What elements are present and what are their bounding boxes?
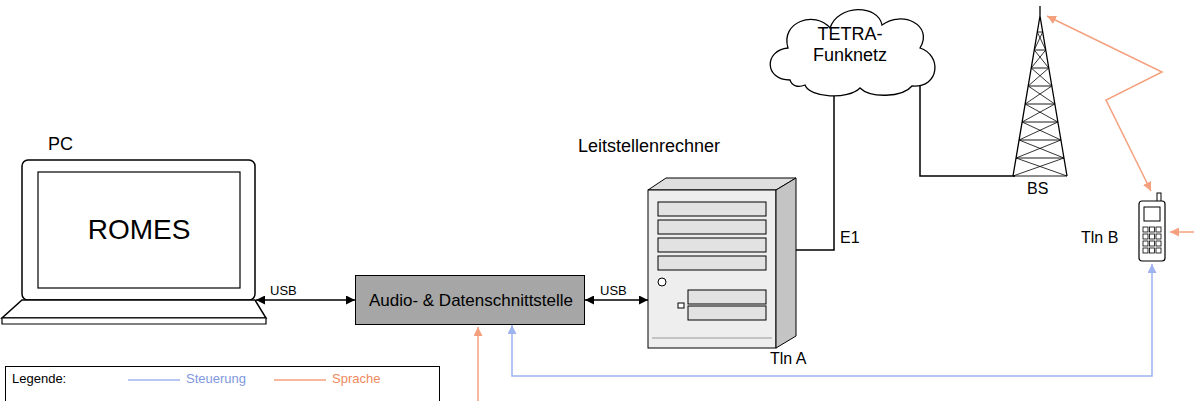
screen-text: ROMES <box>38 172 240 288</box>
network-cloud: TETRA- Funknetz <box>760 0 940 98</box>
legend-line-sample <box>274 379 326 381</box>
speech-input-arrow <box>1170 231 1194 233</box>
radio-link <box>1047 16 1162 191</box>
network-line <box>920 82 1015 176</box>
base-station-mast: BS <box>1005 12 1075 178</box>
legend-line-sample <box>128 379 180 381</box>
connector-label: USB <box>598 283 629 298</box>
radio-handset: Tln B <box>1135 193 1169 263</box>
control-line <box>512 264 1152 376</box>
legend-heading: Legende: <box>12 372 66 387</box>
laptop-pc: PCROMES <box>0 160 268 328</box>
legend-box: Legende: Steuerung Sprache <box>5 366 440 401</box>
legend-entry: Sprache <box>332 372 380 387</box>
tower-computer-outline <box>648 178 796 348</box>
connectors <box>256 16 1162 376</box>
radio-handset-outline <box>1135 193 1169 263</box>
usb-link <box>256 299 355 301</box>
connector-label: USB <box>268 283 299 298</box>
interface-box: Audio- & Datenschnittstelle <box>355 275 585 325</box>
device-heading: Leitstellenrechner <box>578 136 720 157</box>
device-heading: PC <box>48 134 73 155</box>
legend-entry: Steuerung <box>186 372 246 387</box>
box-text: Audio- & Datenschnittstelle <box>356 276 586 326</box>
base-station-mast-outline <box>1005 12 1075 178</box>
station-label: BS <box>1027 180 1048 198</box>
cloud-text: TETRA- Funknetz <box>795 12 905 78</box>
tower-computer: LeitstellenrechnerTln A <box>648 178 796 348</box>
subscriber-label: Tln B <box>1081 229 1118 247</box>
speech-input-leaders <box>478 232 1194 401</box>
speech-input-arrow <box>477 327 479 401</box>
usb-link <box>585 299 648 301</box>
subscriber-label: Tln A <box>770 350 806 368</box>
e1-line <box>796 92 834 250</box>
connector-label: E1 <box>838 229 862 247</box>
